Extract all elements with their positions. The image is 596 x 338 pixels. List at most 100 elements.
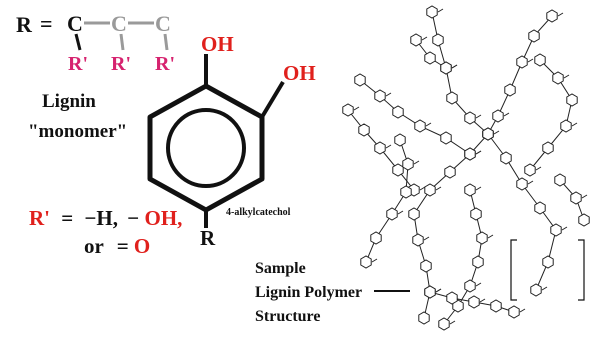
- polymer-ring: [402, 157, 414, 171]
- definition-line2: or = O: [84, 234, 150, 258]
- polymer-ring: [464, 111, 476, 125]
- oh-right-bond: [260, 80, 285, 119]
- polymer-ring: [554, 173, 566, 187]
- polymer-ring: [440, 131, 452, 145]
- polymer-substituent-tick: [561, 226, 568, 231]
- polymer-label-line1: Sample: [255, 260, 306, 277]
- polymer-ring: [432, 33, 444, 47]
- rprime-definition: R' = −H, − OH, or = O: [29, 206, 182, 258]
- polymer-ring: [414, 119, 426, 133]
- polymer-ring: [424, 285, 436, 299]
- polymer-ring: [370, 231, 382, 245]
- polymer-ring: [490, 299, 502, 313]
- definition-oxygen: O: [134, 234, 150, 258]
- polymer-ring: [412, 233, 424, 247]
- polymer-ring: [424, 183, 436, 197]
- polymer-substituent-tick: [503, 112, 510, 117]
- repeat-bracket: [510, 239, 585, 301]
- polymer-substituent-tick: [479, 298, 486, 303]
- polymer-substituent-tick: [475, 150, 482, 155]
- chain-r-label: R: [16, 12, 33, 37]
- polymer-ring: [542, 255, 554, 269]
- definition-or: or: [84, 234, 104, 258]
- polymer-ring: [530, 283, 542, 297]
- polymer-ring: [566, 93, 578, 107]
- polymer-substituent-tick: [371, 258, 378, 263]
- polymer-ring: [374, 141, 386, 155]
- polymer-ring: [464, 183, 476, 197]
- definition-oh-dash: −: [127, 206, 139, 230]
- polymer-ring: [468, 295, 480, 309]
- oh-top-label: OH: [201, 32, 234, 56]
- polymer-bond-chain: [365, 139, 409, 263]
- chain-carbon-2: C: [111, 11, 127, 36]
- polymer-substituent-tick: [581, 194, 588, 199]
- polymer-substituent-tick: [571, 122, 578, 127]
- monomer-title-line2: "monomer": [28, 121, 127, 142]
- polymer-ring: [410, 33, 422, 47]
- ring-aromatic-circle: [166, 108, 246, 188]
- side-chain: R = C C C R' R' R': [16, 11, 175, 75]
- r-substituent-label: R: [200, 226, 216, 250]
- polymer-ring: [386, 207, 398, 221]
- polymer-ring: [394, 133, 406, 147]
- polymer-substituent-tick: [437, 8, 444, 13]
- polymer-ring: [546, 9, 558, 23]
- definition-h: −H,: [84, 206, 118, 230]
- polymer-substituent-tick: [435, 186, 442, 191]
- polymer-ring: [492, 109, 504, 123]
- polymer-ring: [516, 55, 528, 69]
- polymer-ring: [464, 147, 476, 161]
- polymer-ring: [482, 127, 494, 141]
- polymer-ring: [446, 91, 458, 105]
- polymer-substituent-tick: [527, 180, 534, 185]
- oh-right-label: OH: [283, 61, 316, 85]
- polymer-substituent-tick: [423, 236, 430, 241]
- chain-down-bond-1: [74, 33, 82, 51]
- oh-top-text: OH: [201, 32, 234, 56]
- polymer-substituent-tick: [413, 160, 420, 165]
- polymer-ring: [420, 259, 432, 273]
- polymer-ring: [472, 255, 484, 269]
- polymer-ring: [342, 103, 354, 117]
- chain-equals: =: [40, 11, 53, 36]
- polymer-substituent-tick: [535, 166, 542, 171]
- polymer-ring: [418, 311, 430, 325]
- polymer-substituent-tick: [563, 74, 570, 79]
- polymer-ring: [392, 105, 404, 119]
- polymer-ring: [374, 89, 386, 103]
- polymer-ring: [440, 61, 452, 75]
- polymer-substituent-tick: [487, 234, 494, 239]
- chain-rprime-1: R': [68, 53, 88, 75]
- polymer-ring: [408, 207, 420, 221]
- polymer-substituent-tick: [419, 186, 426, 191]
- polymer-ring: [550, 223, 562, 237]
- lignin-polymer-structure: [342, 5, 590, 331]
- polymer-substituent-tick: [451, 64, 458, 69]
- polymer-ring: [464, 279, 476, 293]
- polymer-substituent-tick: [493, 130, 500, 135]
- polymer-label: Sample Lignin Polymer Structure: [255, 260, 410, 325]
- polymer-label-line3: Structure: [255, 308, 320, 325]
- polymer-ring: [528, 29, 540, 43]
- polymer-ring: [578, 213, 590, 227]
- polymer-substituent-tick: [397, 210, 404, 215]
- polymer-substituent-tick: [385, 92, 392, 97]
- polymer-substituent-tick: [541, 286, 548, 291]
- polymer-ring: [552, 71, 564, 85]
- polymer-bond-chain: [359, 79, 471, 155]
- polymer-ring: [570, 191, 582, 205]
- chain-down-bond-2: [119, 33, 125, 51]
- polymer-ring: [560, 119, 572, 133]
- definition-rprime: R': [29, 206, 50, 230]
- definition-equals: =: [61, 206, 73, 230]
- polymer-ring: [438, 317, 450, 331]
- polymer-substituent-tick: [475, 282, 482, 287]
- benzene-ring: OH OH R 4-alkylcatechol: [147, 32, 316, 250]
- polymer-ring: [476, 231, 488, 245]
- polymer-substituent-tick: [435, 288, 442, 293]
- oh-right-text: OH: [283, 61, 316, 85]
- polymer-ring: [426, 5, 438, 19]
- polymer-ring: [358, 123, 370, 137]
